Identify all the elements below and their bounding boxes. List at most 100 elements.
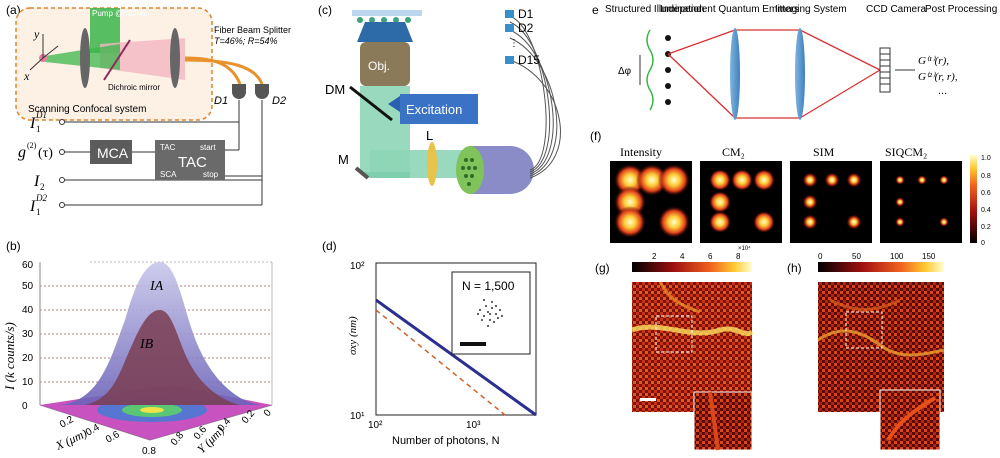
b-ylabel: I (k counts/s)	[2, 322, 17, 391]
m-label: M	[338, 152, 349, 167]
stop-label: stop	[203, 170, 219, 179]
detector-d15-box	[505, 56, 514, 64]
lens-l	[427, 142, 437, 186]
f-spots-intensity	[614, 164, 690, 238]
sigma-theory-curve	[375, 309, 506, 416]
collection-lens	[170, 28, 180, 88]
axis-y-label: y	[33, 27, 40, 41]
f-cb-tick-5: 0	[981, 240, 985, 247]
g-cb-tick-1: 4	[680, 252, 685, 261]
fiber-bundle-body	[470, 146, 534, 194]
pump-label: Pump @532nm	[92, 9, 148, 18]
panel-g: (g) 2 4 6 8 ×10⁴	[595, 245, 754, 451]
panel-c-label: (c)	[318, 3, 332, 17]
excitation-arrowhead	[388, 96, 400, 112]
detector-d2	[255, 84, 269, 99]
panel-d-label: (d)	[322, 239, 337, 253]
f-title-sim: SIM	[813, 145, 835, 159]
detector-d1-box	[505, 10, 514, 18]
emitters	[665, 35, 671, 105]
z-tick-4: 40	[22, 305, 34, 316]
sigma-measured-curve	[375, 298, 537, 417]
inset-label: N = 1,500	[462, 279, 515, 293]
g-filament-2	[658, 281, 701, 314]
objective-lens	[80, 28, 90, 88]
h-cb-tick-2: 100	[890, 252, 904, 261]
start-label: start	[200, 143, 216, 152]
f-cb-tick-3: 0.4	[981, 207, 991, 214]
x-left-tick: 10²	[368, 420, 383, 431]
ib-label: IB	[139, 337, 154, 352]
x-mid-tick: 10³	[466, 420, 481, 431]
panel-b-label: (b)	[6, 239, 21, 253]
fiber-bundle-face	[456, 146, 484, 194]
i1d1-sup: D1	[35, 110, 47, 120]
g1-label: G⁽¹⁾(r),	[918, 55, 949, 67]
h-zoom-feature	[886, 396, 937, 442]
split-ratio-label: T=46%; R=54%	[214, 36, 278, 46]
g2-main: g	[18, 144, 26, 161]
h-cb-tick-0: 0	[818, 252, 823, 261]
g-cb-tick-3: 8	[736, 252, 741, 261]
d1-label: D1	[214, 95, 228, 107]
tac-box	[155, 140, 225, 180]
g-bright-filament	[631, 324, 754, 337]
f-spots-cm2	[709, 169, 775, 233]
h-filament-1	[817, 329, 945, 357]
d2-label: D2	[518, 21, 534, 35]
dm-label: DM	[325, 82, 345, 97]
d1-label: D1	[518, 7, 534, 21]
ccd-pixels	[880, 53, 890, 85]
panel-a: (a) Pump @532nm Dichroic mirror y x Scan…	[6, 3, 291, 217]
panel-h: (h) 0 50 100 150	[787, 252, 945, 451]
panel-e: e Structured Illumination Independent Qu…	[592, 3, 997, 120]
h-roi-box	[845, 311, 883, 349]
g2-terminal	[59, 149, 65, 155]
fiber-splitter-label: Fiber Beam Splitter	[214, 25, 291, 35]
inset-scalebar	[460, 342, 486, 346]
i1d1-sub: 1	[36, 124, 41, 134]
z-tick-3: 30	[22, 329, 34, 340]
col2-label: Independent Quantum Emitters	[660, 4, 799, 15]
f-spots-sim	[802, 172, 862, 230]
h-cb-tick-3: 150	[922, 252, 936, 261]
b-xaxis-label: X (μm)	[52, 426, 89, 453]
col5-label: Post Processing	[925, 4, 997, 15]
panel-e-label: e	[592, 3, 599, 17]
dichroic-mirror	[103, 39, 131, 81]
x-tick-1: 0.6	[104, 429, 122, 446]
panel-f: (f) Intensity CM₂ SIM SIQCM₂ 1.0 0.8 0.6…	[590, 129, 991, 247]
g-scalebar	[640, 398, 656, 401]
illumination-wave	[646, 29, 654, 111]
f-title-intensity: Intensity	[620, 145, 662, 159]
col4-label: CCD Camera	[866, 4, 926, 15]
f-title-siqcm2: SIQCM₂	[885, 145, 927, 159]
f-colorbar	[970, 155, 977, 243]
ellipsis-label: ⋮	[509, 38, 519, 49]
excitation-label: Excitation	[406, 102, 462, 117]
h-cb-tick-1: 50	[852, 252, 861, 261]
g-colorbar	[632, 262, 752, 272]
panel-b: (b) IA IB 0 10 20 30 40 50 60 I (k	[2, 239, 274, 457]
g-exponent: ×10⁴	[738, 245, 751, 252]
mirror-fold	[360, 172, 410, 178]
sample-slide	[352, 10, 422, 16]
detector-d2-box	[505, 24, 514, 32]
g-cb-tick-2: 6	[708, 252, 713, 261]
excitation-box	[400, 94, 478, 124]
i1d1-main: I	[29, 115, 36, 132]
d2-label: D2	[272, 95, 286, 107]
z-tick-2: 20	[22, 353, 34, 364]
x-axis-arrow	[29, 57, 44, 71]
delta-phi-label: Δφ	[618, 66, 632, 77]
dichroic-dm	[349, 85, 393, 122]
g2-tail: (τ)	[38, 146, 53, 161]
col3-label: Imaging System	[775, 4, 847, 15]
z-tick-1: 10	[22, 377, 34, 388]
i2-main: I	[33, 173, 40, 190]
i1d2-sub: 1	[36, 207, 41, 217]
ia-label: IA	[149, 279, 164, 294]
i2-sub: 2	[40, 182, 45, 192]
z-tick-6: 60	[22, 260, 34, 271]
